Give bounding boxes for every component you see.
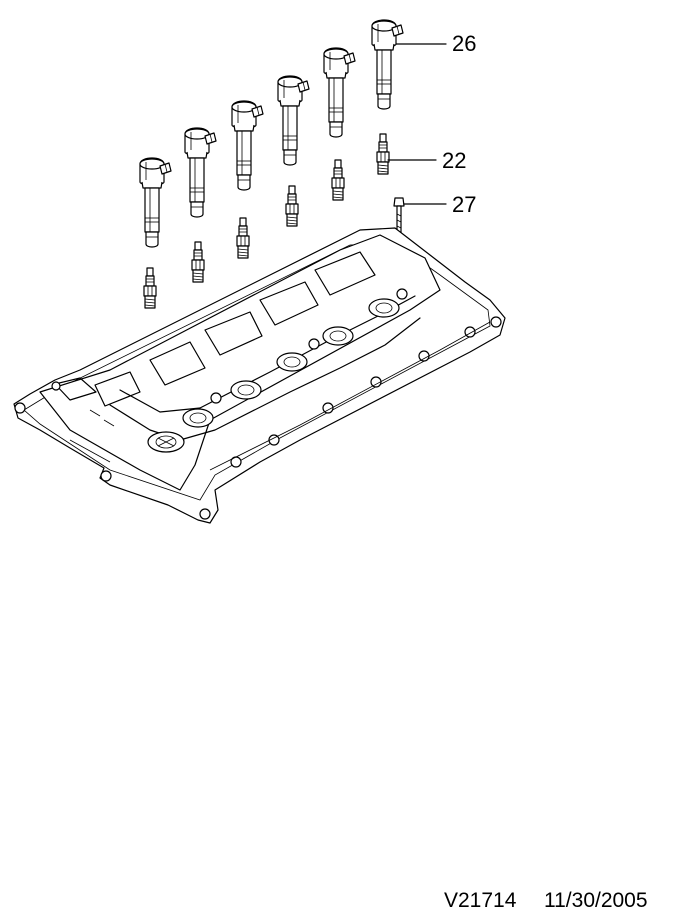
valve-cover	[13, 227, 506, 524]
callout-label-26: 26	[452, 31, 476, 56]
callout-leaders	[387, 43, 447, 205]
flange-bolt-holes	[14, 316, 502, 520]
spark-plug-1	[143, 267, 157, 309]
plug-well-group	[182, 298, 400, 428]
spark-plug-5	[331, 159, 345, 201]
oil-filler	[147, 431, 185, 453]
ignition-coil-2	[184, 127, 217, 218]
drawing-date: 11/30/2005	[544, 889, 648, 912]
spark-plug-3	[236, 217, 250, 259]
ignition-coil-1	[139, 157, 172, 248]
spark-plug-2	[191, 241, 205, 283]
drawing-number: V21714	[444, 889, 517, 912]
ignition-coil-3	[231, 100, 264, 191]
ignition-coil-group	[139, 19, 404, 248]
callout-label-27: 27	[452, 192, 476, 217]
ignition-coil-4	[277, 75, 310, 166]
spark-plug-6	[376, 133, 390, 175]
ignition-coil-5	[323, 47, 356, 138]
spark-plug-4	[285, 185, 299, 227]
callout-label-22: 22	[442, 148, 466, 173]
ignition-coil-6	[371, 19, 404, 110]
